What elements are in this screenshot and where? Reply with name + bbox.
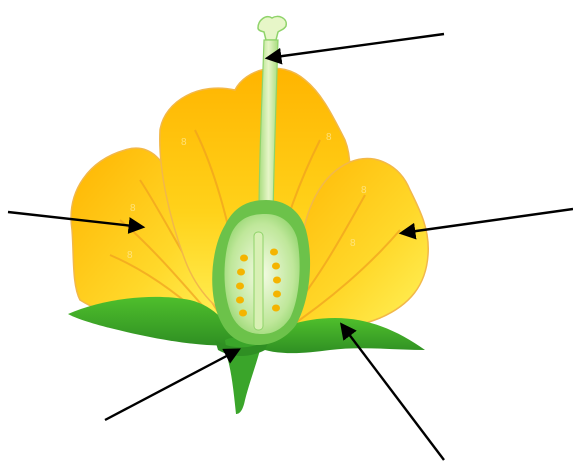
receptacle-stem [215,337,270,414]
svg-text:8: 8 [130,203,136,214]
ovary [212,200,310,345]
arrow-receptacle [105,350,238,420]
svg-text:8: 8 [326,132,332,143]
arrow-stigma-style [268,34,444,58]
arrow-petal-right [402,209,573,233]
svg-text:8: 8 [127,250,133,261]
svg-text:8: 8 [350,238,356,249]
svg-text:8: 8 [181,137,187,148]
svg-text:8: 8 [361,185,367,196]
